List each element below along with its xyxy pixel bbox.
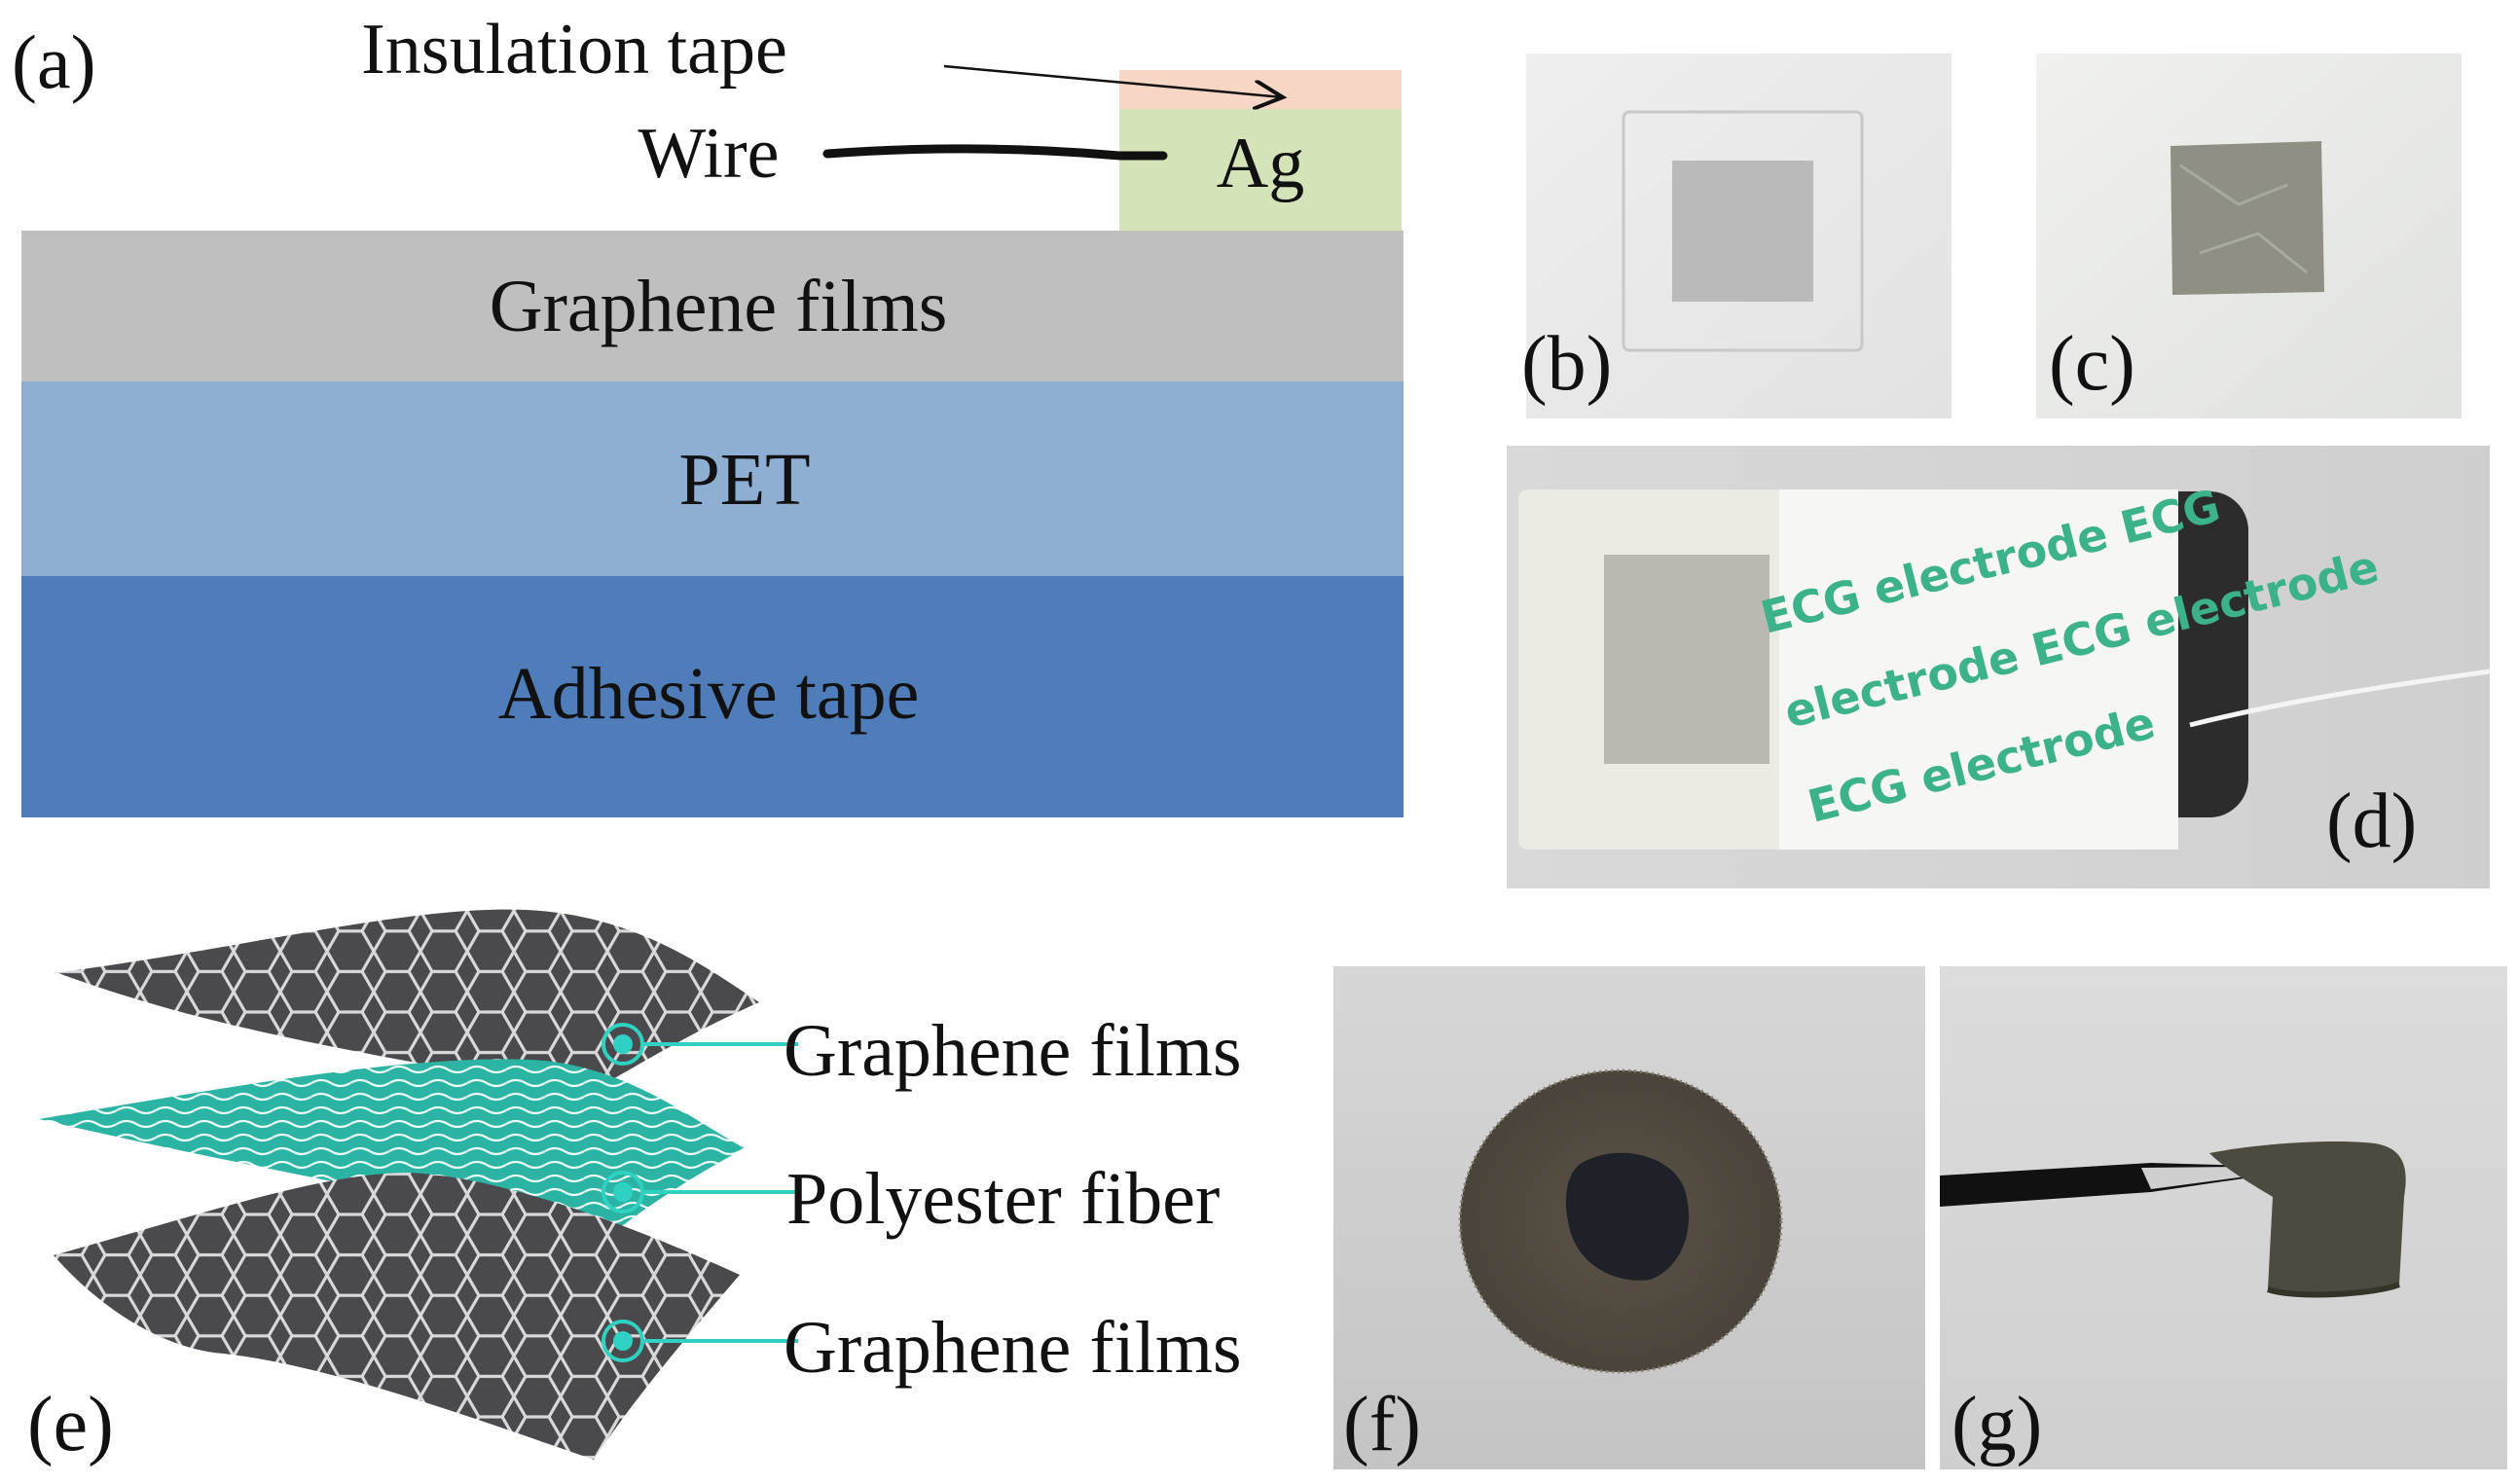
- sensor-edge: [2267, 1282, 2401, 1298]
- panel-e-label: (e): [27, 1382, 114, 1467]
- bottom-graphene-sheet: [54, 1173, 740, 1460]
- graphene-center: [1565, 1152, 1690, 1281]
- graphene-sample-d: [1604, 555, 1769, 764]
- sample-c-wrinkles: [2179, 163, 2308, 274]
- panel-g-label: (g): [1952, 1382, 2042, 1467]
- graphene-sample-c: [2170, 141, 2324, 295]
- middle-layer-label: Polyester fiber: [786, 1158, 1220, 1240]
- bottom-layer-label: Graphene films: [784, 1307, 1242, 1389]
- panel-d-label: (d): [2326, 778, 2417, 864]
- panel-g-photo: [1940, 966, 2507, 1469]
- panel-e: Graphene films Polyester fiber Graphene …: [27, 909, 1242, 1467]
- graphene-layer: [21, 231, 1404, 381]
- wire: [822, 144, 1168, 161]
- lead-wire: [2189, 669, 2491, 728]
- panel-c: (c): [2036, 54, 2462, 418]
- insulation-tape-block: [1119, 70, 1402, 109]
- adhesive-layer-label: Adhesive tape: [498, 653, 920, 735]
- panel-f: (f): [1333, 966, 1925, 1469]
- graphene-layer-label: Graphene films: [490, 266, 948, 347]
- ag-label: Ag: [1217, 124, 1304, 203]
- top-graphene-sheet: [54, 909, 759, 1095]
- panel-c-label: (c): [2049, 321, 2135, 407]
- ecg-sticker: [1779, 489, 2178, 850]
- panel-d: ECG electrode ECG electrode ECG electrod…: [1507, 446, 2491, 888]
- insulation-arrow: [943, 64, 1283, 97]
- polyester-fiber-sheet: [39, 1059, 745, 1241]
- panel-b: (b): [1521, 54, 1952, 418]
- panel-b-label: (b): [1521, 321, 1612, 407]
- graphene-sample-b: [1672, 161, 1813, 302]
- panel-a: (a) Ag Insulation tape Wire Graphene fil…: [12, 10, 1404, 817]
- insulation-tape-label: Insulation tape: [361, 10, 787, 90]
- top-layer-label: Graphene films: [784, 1010, 1242, 1092]
- panel-f-label: (f): [1343, 1382, 1421, 1467]
- flexible-sensor: [2209, 1141, 2406, 1295]
- pet-layer-label: PET: [678, 439, 810, 521]
- panel-a-label: (a): [12, 19, 96, 104]
- pet-layer: [21, 381, 1404, 576]
- callout-top: [602, 1023, 798, 1066]
- adhesive-layer: [21, 576, 1404, 817]
- wire-label: Wire: [638, 114, 780, 194]
- callout-bottom: [602, 1320, 798, 1362]
- ag-block: [1119, 109, 1402, 231]
- foam-disc-texture: [1458, 1068, 1783, 1374]
- callout-middle: [602, 1171, 798, 1213]
- glass-substrate: [1622, 110, 1864, 352]
- panel-g: (g): [1940, 966, 2507, 1469]
